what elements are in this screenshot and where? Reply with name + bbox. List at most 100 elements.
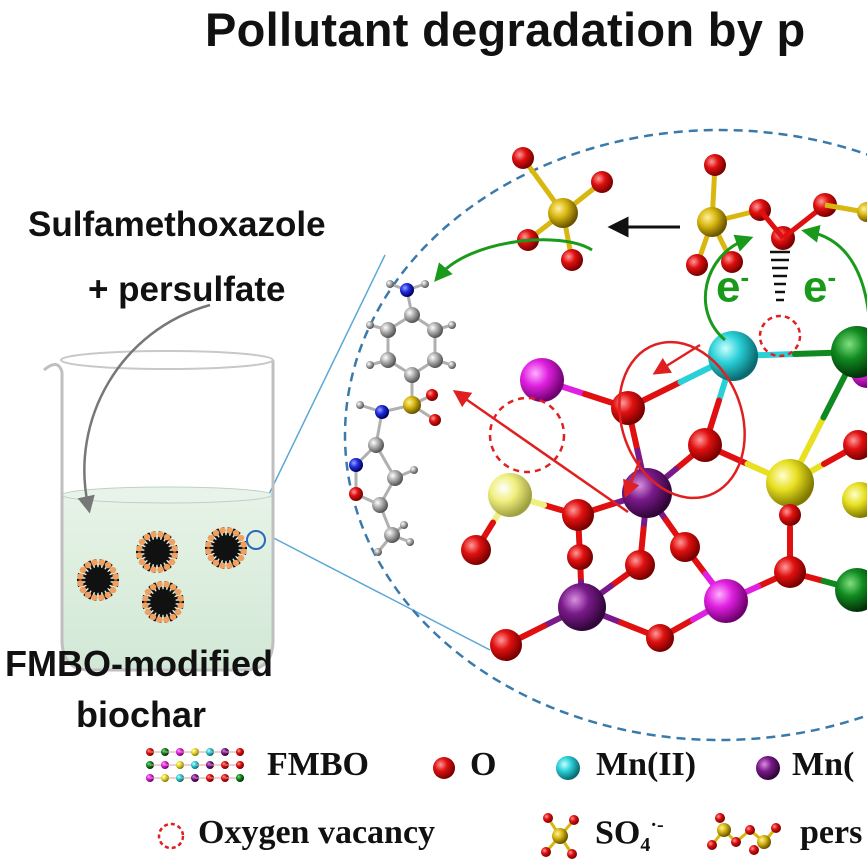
biochar-dot (143, 563, 151, 571)
zoom-source-circle (246, 530, 266, 550)
biochar-dot (157, 531, 164, 538)
oxygen-atom (625, 550, 655, 580)
electron-label-left: e- (716, 262, 750, 312)
biochar-dot (157, 566, 164, 573)
sulfur-atom (717, 823, 731, 837)
reactants-label-line2: + persulfate (88, 270, 286, 309)
legend-so4-label: SO4·- (595, 814, 664, 857)
biochar-dot (156, 581, 163, 588)
biochar-dot (207, 554, 215, 562)
oxygen-atom (543, 813, 553, 823)
biochar-dot (150, 531, 157, 538)
sulfamethoxazole-molecule (349, 280, 456, 556)
sulfur-atom (757, 835, 771, 849)
biochar-dot (240, 548, 247, 555)
biochar-dot (171, 552, 178, 559)
biochar-dot (142, 602, 149, 609)
oxygen-atom (704, 154, 726, 176)
oxygen-atom (567, 544, 593, 570)
oxygen-atom (433, 757, 455, 779)
oxygen-atom (774, 556, 806, 588)
biochar-dot (171, 545, 178, 552)
biochar-dot (91, 559, 98, 566)
oxygen-atom (490, 629, 522, 661)
biochar-dot (142, 595, 149, 602)
oxygen-atom (707, 840, 717, 850)
biochar-particle (205, 527, 247, 569)
carbon-atom (427, 322, 443, 338)
oxygen-atom (426, 389, 438, 401)
biochar-dot (144, 608, 152, 616)
legend-o-label: O (470, 746, 497, 783)
bond (758, 208, 785, 240)
oxygen-atom (686, 254, 708, 276)
biochar-dot (138, 558, 146, 566)
electron-transfer-arrows (434, 224, 867, 342)
oxygen-atom (541, 847, 551, 857)
carbon-atom (448, 361, 456, 369)
biochar-dot (205, 541, 212, 548)
magenta-atom (520, 358, 564, 402)
biochar-dot (226, 527, 233, 534)
zoom-ellipse (343, 128, 867, 742)
oo-bond-cleavage (770, 250, 790, 302)
green-atom (831, 326, 867, 378)
biochar-dot (143, 533, 151, 541)
biochar-dot (149, 613, 157, 621)
carbon-atom (366, 361, 374, 369)
sulfur-atom (857, 202, 867, 222)
yellow-atom (842, 482, 867, 518)
biochar-dot (109, 566, 117, 574)
biochar-core (150, 589, 176, 615)
oxygen-atom (731, 837, 741, 847)
carbon-atom (372, 497, 388, 513)
legend-vacancy-label: Oxygen vacancy (198, 814, 436, 851)
sulfur-atom (548, 198, 578, 228)
mn3-atom (756, 756, 780, 780)
biochar-dot (168, 538, 176, 546)
legend-icons (146, 748, 781, 859)
carbon-atom (380, 322, 396, 338)
biochar-dot (232, 559, 240, 567)
carbon-atom (384, 527, 400, 543)
legend-mn2-label: Mn(II) (596, 746, 697, 783)
carbon-atom (404, 307, 420, 323)
biochar-dot (174, 588, 182, 596)
carbon-atom (406, 538, 414, 546)
legend-pers-label: pers (800, 814, 863, 851)
biochar-dot (219, 527, 226, 534)
legend-vacancy-icon (157, 822, 185, 850)
biochar-particles (77, 527, 247, 623)
mn2-atom (708, 331, 758, 381)
biochar-dot (169, 613, 177, 621)
oxygen-atom (591, 171, 613, 193)
oxygen-atom (611, 391, 645, 425)
oxygen-atom (670, 532, 700, 562)
biochar-dot (104, 591, 112, 599)
oxygen-atom (749, 845, 759, 855)
legend-fmbo-label: FMBO (267, 746, 369, 783)
biochar-dot (149, 583, 157, 591)
biochar-dot (168, 558, 176, 566)
biochar-dot (138, 538, 146, 546)
oxygen-atom (349, 487, 363, 501)
catalyst-label-line1: FMBO-modified (5, 643, 273, 684)
biochar-dot (156, 616, 163, 623)
crystal-atoms (461, 326, 867, 661)
oxygen-atom (567, 849, 577, 859)
biochar-dot (98, 559, 105, 566)
biochar-dot (109, 586, 117, 594)
biochar-dot (112, 573, 119, 580)
carbon-atom (404, 367, 420, 383)
biochar-dot (226, 562, 233, 569)
mn2-atom (556, 756, 580, 780)
zoom-lines (254, 254, 491, 651)
biochar-dot (104, 561, 112, 569)
biochar-dot (177, 595, 184, 602)
oxygen-atom (236, 748, 244, 756)
oxygen-atom (461, 535, 491, 565)
carbon-atom (421, 280, 429, 288)
biochar-particle (136, 531, 178, 573)
biochar-dot (219, 562, 226, 569)
biochar-core (144, 539, 170, 565)
